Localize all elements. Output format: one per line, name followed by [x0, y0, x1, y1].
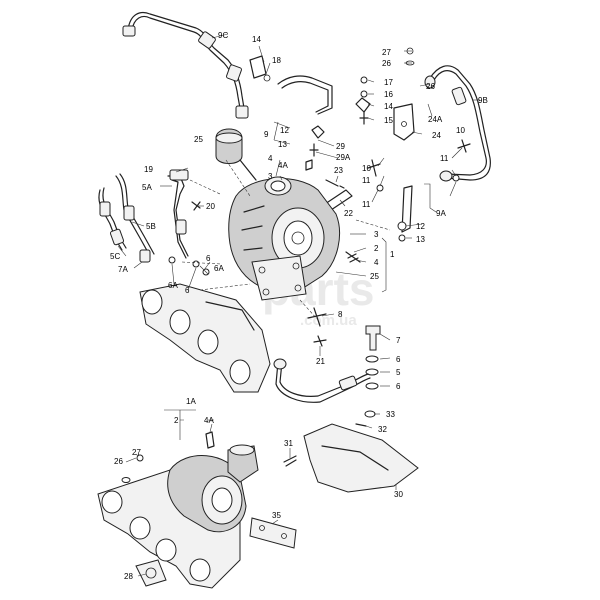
callout-5: 5	[396, 368, 401, 377]
callout-12: 12	[280, 126, 289, 135]
bracket-35	[249, 517, 297, 549]
callout-23: 23	[334, 166, 343, 175]
callout-6-mid: 6	[206, 254, 211, 263]
heat-shield-30	[303, 423, 419, 493]
callout-20: 20	[206, 202, 215, 211]
callout-6c: 6	[396, 355, 401, 364]
callout-29: 29	[336, 142, 345, 151]
callout-14b: 14	[384, 102, 393, 111]
callout-7: 7	[396, 336, 401, 345]
callout-25b: 25	[370, 272, 379, 281]
callout-4a: 4A	[278, 161, 288, 170]
fitting-4a-lower	[205, 431, 215, 449]
callout-25: 25	[194, 135, 203, 144]
callout-2: 2	[374, 244, 379, 253]
oil-lines-left	[98, 173, 155, 263]
callout-1: 1	[390, 250, 395, 259]
callout-9: 9	[264, 130, 269, 139]
callout-21: 21	[316, 357, 325, 366]
callout-2b: 2	[174, 416, 179, 425]
callout-12b: 12	[416, 222, 425, 231]
lower-left-washers	[121, 454, 144, 483]
callout-9c: 9C	[218, 31, 228, 40]
callout-9b: 9B	[478, 96, 488, 105]
callout-5c: 5C	[110, 252, 120, 261]
callout-3b: 3	[374, 230, 379, 239]
gasket-28	[135, 559, 167, 587]
banjo-bolt-stack	[355, 47, 415, 125]
callout-labels: 9C 14 18 27 26 17 16 14 15 26 9B 24A 24 …	[110, 31, 488, 581]
callout-26c: 26	[114, 457, 123, 466]
bolts-8-21	[307, 307, 327, 347]
callout-4b: 4	[374, 258, 379, 267]
turbo-manifold-assembly-lower	[97, 444, 259, 589]
callout-16: 16	[384, 90, 393, 99]
stud-31	[283, 455, 297, 467]
vacuum-actuator-25	[215, 128, 257, 181]
callout-10b: 10	[362, 164, 371, 173]
leader-lines	[117, 33, 480, 577]
callout-26b: 26	[426, 82, 435, 91]
callout-31: 31	[284, 439, 293, 448]
callout-35: 35	[272, 511, 281, 520]
callout-11b: 11	[362, 200, 371, 209]
watermark-sub: .com.ua	[300, 312, 357, 329]
callout-3: 3	[268, 172, 273, 181]
callout-29a: 29A	[336, 153, 351, 162]
clamp-14-18	[249, 55, 271, 82]
callout-33: 33	[386, 410, 395, 419]
bracket-24	[393, 103, 415, 141]
callout-11c: 11	[440, 154, 449, 163]
callout-22: 22	[344, 209, 353, 218]
callout-6a-mid: 6A	[214, 264, 224, 273]
callout-8: 8	[338, 310, 343, 319]
fittings-29-4-3	[305, 125, 345, 189]
oil-line-9b	[424, 65, 491, 182]
callout-24: 24	[432, 131, 441, 140]
callout-4a-lower: 4A	[204, 416, 214, 425]
callout-24a: 24A	[428, 115, 443, 124]
callout-5a: 5A	[142, 183, 152, 192]
callout-4: 4	[268, 154, 273, 163]
callout-17: 17	[384, 78, 393, 87]
turbocharger-main	[228, 176, 340, 301]
oil-feed-line-9c	[122, 11, 249, 119]
callout-6a-left: 6A	[168, 281, 178, 290]
washers-32-33	[355, 410, 376, 427]
bolts-10-11-right	[367, 139, 471, 192]
callout-13: 13	[278, 140, 287, 149]
callout-13b: 13	[416, 235, 425, 244]
callout-10: 10	[456, 126, 465, 135]
callout-26: 26	[382, 59, 391, 68]
callout-19: 19	[144, 165, 153, 174]
callout-28: 28	[124, 572, 133, 581]
oil-line-5a	[167, 169, 189, 259]
callout-6-left: 6	[185, 286, 190, 295]
callout-32: 32	[378, 425, 387, 434]
callout-6d: 6	[396, 382, 401, 391]
bolt-7-washers	[365, 325, 381, 390]
callout-14: 14	[252, 35, 261, 44]
oil-return-pipe-lower	[273, 358, 371, 403]
callout-1a: 1A	[186, 397, 196, 406]
callout-27: 27	[382, 48, 391, 57]
oil-return-hose-9a	[397, 185, 413, 242]
exhaust-manifold-upper	[139, 283, 271, 393]
callout-5b: 5B	[146, 222, 156, 231]
oil-pipe-9	[277, 75, 333, 115]
callout-15: 15	[384, 116, 393, 125]
callout-30: 30	[394, 490, 403, 499]
callout-11a: 11	[362, 176, 371, 185]
callout-18: 18	[272, 56, 281, 65]
callout-27b: 27	[132, 448, 141, 457]
bolts-20-6-6a	[168, 201, 210, 276]
callout-7a: 7A	[118, 265, 128, 274]
callout-9a: 9A	[436, 209, 446, 218]
